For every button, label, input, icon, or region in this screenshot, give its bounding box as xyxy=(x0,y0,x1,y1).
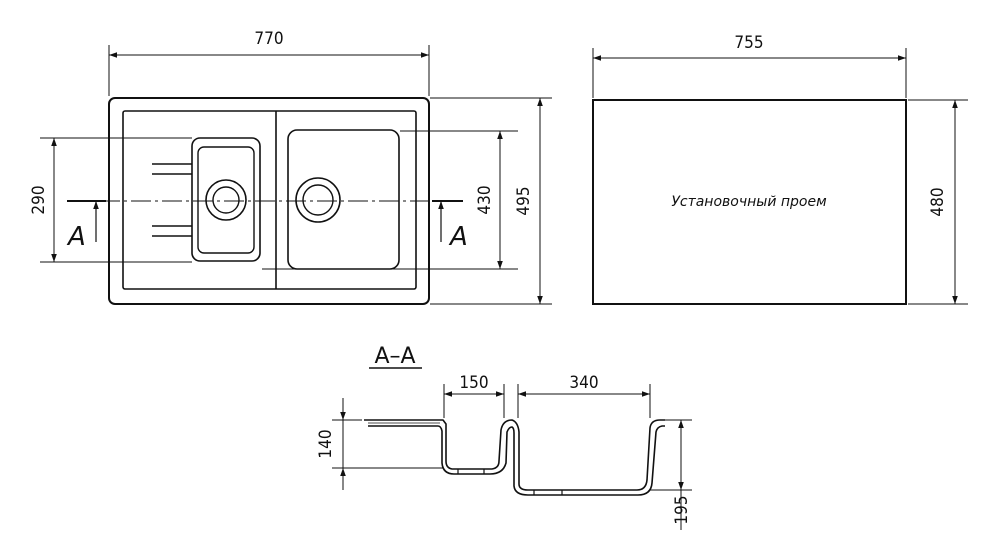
dim-495-label: 495 xyxy=(514,186,534,215)
dim-290-label: 290 xyxy=(29,185,49,214)
sink-top-view xyxy=(67,97,463,305)
dim-755 xyxy=(592,48,907,98)
cutout-rectangle xyxy=(592,99,907,305)
drainboard-ribs xyxy=(152,163,192,237)
dim-495 xyxy=(430,97,552,305)
dim-770 xyxy=(108,45,430,96)
dim-770-label: 770 xyxy=(254,29,283,49)
small-drain-inner xyxy=(212,186,240,214)
dim-140-label: 140 xyxy=(316,429,336,458)
dim-340 xyxy=(517,384,651,418)
large-drain-outer xyxy=(295,177,341,223)
dim-340-label: 340 xyxy=(569,373,598,393)
section-marker-left: A xyxy=(66,222,86,252)
small-bowl-outer xyxy=(191,137,261,262)
dim-195-label: 195 xyxy=(672,495,692,524)
section-title: A–A xyxy=(374,344,415,369)
dim-290 xyxy=(40,137,192,263)
dim-150-label: 150 xyxy=(459,373,488,393)
small-drain-outer xyxy=(205,179,247,221)
sink-inner-deck xyxy=(122,110,417,290)
large-bowl xyxy=(287,129,400,270)
section-cut-left xyxy=(67,200,106,242)
dim-480-label: 480 xyxy=(928,187,948,216)
section-cut-right xyxy=(432,200,463,242)
dim-150 xyxy=(443,384,505,418)
section-marker-right: A xyxy=(448,222,468,252)
dim-430 xyxy=(262,130,518,270)
cutout-label: Установочный проем xyxy=(671,194,827,210)
sink-section-profile xyxy=(364,419,665,496)
dim-430-label: 430 xyxy=(475,185,495,214)
dim-480 xyxy=(908,99,968,305)
small-bowl-inner xyxy=(197,146,255,254)
dim-195 xyxy=(650,419,692,530)
large-drain-inner xyxy=(302,184,334,216)
dim-755-label: 755 xyxy=(734,33,763,53)
dim-140 xyxy=(332,398,444,490)
